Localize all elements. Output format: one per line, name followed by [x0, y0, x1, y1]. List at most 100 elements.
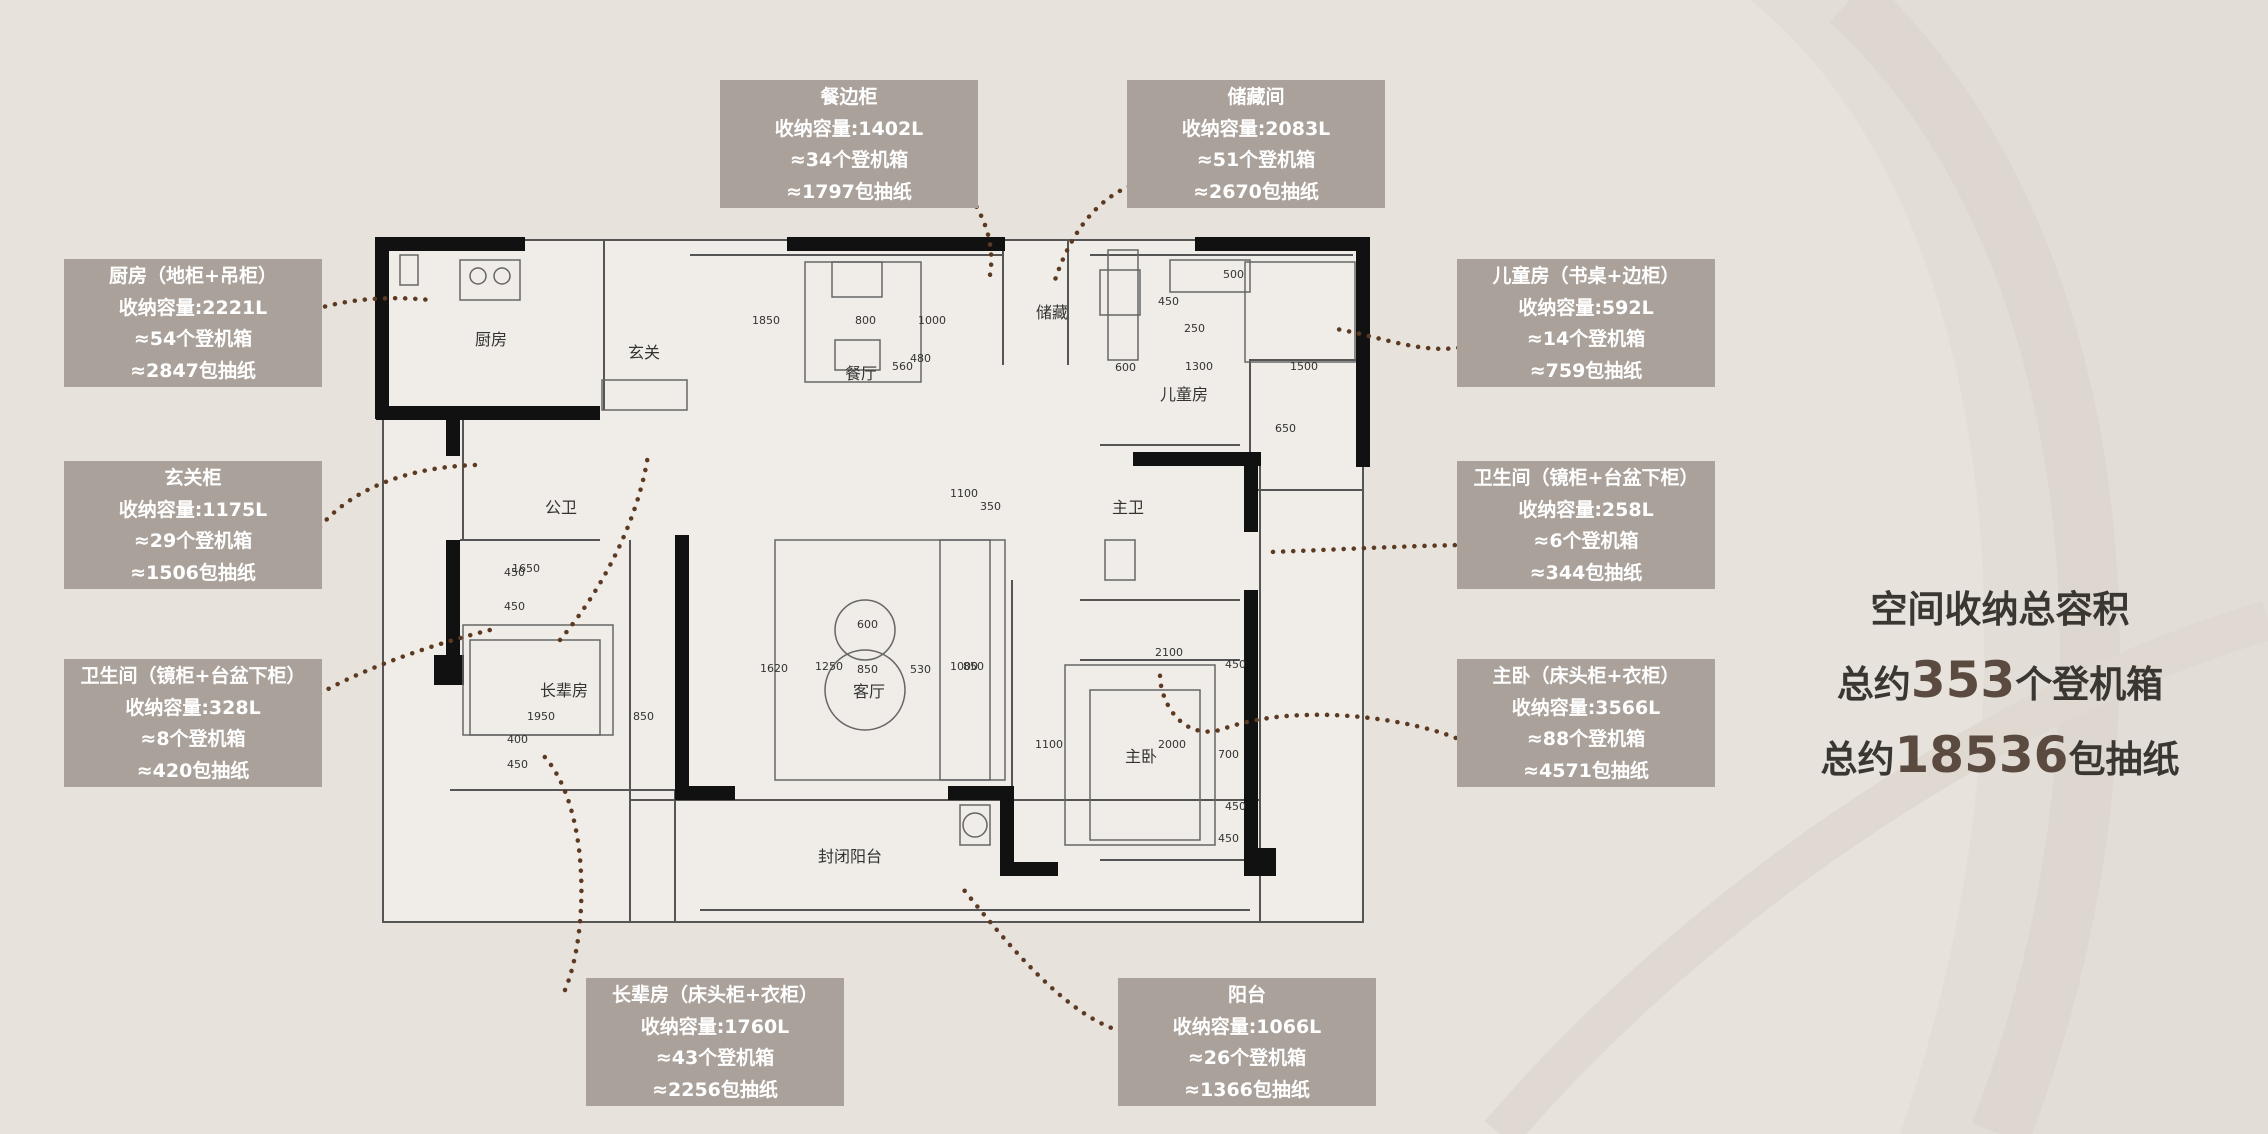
dim-650: 650 [1275, 422, 1296, 435]
callout-bath-left: 卫生间（镜柜+台盆下柜） 收纳容量:328L ≈8个登机箱 ≈420包抽纸 [64, 659, 322, 787]
summary-title: 空间收纳总容积 [1870, 588, 2130, 631]
callout-boxes: ≈88个登机箱 [1526, 728, 1646, 750]
callout-boxes: ≈43个登机箱 [655, 1047, 775, 1069]
callout-capacity: 收纳容量:1175L [118, 498, 268, 521]
room-dining-label: 餐厅 [845, 364, 877, 383]
dim-850a: 850 [857, 663, 878, 676]
callout-boxes: ≈34个登机箱 [789, 149, 909, 171]
dim-850b: 850 [963, 660, 984, 673]
callout-master-bedroom: 主卧（床头柜+衣柜） 收纳容量:3566L ≈88个登机箱 ≈4571包抽纸 [1457, 659, 1715, 787]
callout-bath-right: 卫生间（镜柜+台盆下柜） 收纳容量:258L ≈6个登机箱 ≈344包抽纸 [1457, 461, 1715, 589]
leader-lines [284, 175, 1481, 1038]
dim-700: 700 [1218, 748, 1239, 761]
dim-1620: 1620 [760, 662, 788, 675]
callout-boxes: ≈29个登机箱 [133, 530, 253, 552]
callout-title: 阳台 [1227, 984, 1266, 1006]
room-master-bath-label: 主卫 [1112, 498, 1144, 517]
dim-450g: 450 [1218, 832, 1239, 845]
callout-tissues: ≈1506包抽纸 [130, 561, 256, 584]
callout-title: 儿童房（书桌+边柜） [1492, 265, 1680, 287]
callout-capacity: 收纳容量:1760L [640, 1015, 790, 1038]
callout-tissues: ≈2847包抽纸 [130, 359, 256, 382]
callout-tissues: ≈344包抽纸 [1529, 561, 1643, 584]
callout-balcony: 阳台 收纳容量:1066L ≈26个登机箱 ≈1366包抽纸 [1118, 978, 1376, 1106]
room-storage-label: 储藏 [1036, 303, 1068, 322]
room-master-label: 主卧 [1125, 747, 1157, 766]
dim-450e: 450 [1225, 658, 1246, 671]
dim-2000: 2000 [1158, 738, 1186, 751]
leader-kitchen [284, 295, 433, 323]
callout-title: 卫生间（镜柜+台盆下柜） [1473, 467, 1699, 489]
callout-boxes: ≈26个登机箱 [1187, 1047, 1307, 1069]
dim-450d: 450 [507, 758, 528, 771]
dim-2100: 2100 [1155, 646, 1183, 659]
thick-walls [375, 237, 1370, 876]
callout-title: 厨房（地柜+吊柜） [109, 265, 277, 287]
callout-capacity: 收纳容量:2083L [1181, 117, 1331, 140]
dim-600b: 600 [857, 618, 878, 631]
dim-500: 500 [1223, 268, 1244, 281]
summary-prefix: 总约 [1836, 663, 1911, 706]
callout-boxes: ≈54个登机箱 [133, 328, 253, 350]
callout-tissues: ≈759包抽纸 [1529, 359, 1643, 382]
callout-elder-room: 长辈房（床头柜+衣柜） 收纳容量:1760L ≈43个登机箱 ≈2256包抽纸 [586, 978, 844, 1106]
room-labels: 厨房 玄关 餐厅 储藏 儿童房 公卫 主卫 长辈房 客厅 主卧 封闭阳台 [475, 303, 1208, 866]
room-balcony-label: 封闭阳台 [818, 847, 882, 866]
summary-tissues: 总约18536包抽纸 [1740, 720, 2260, 795]
dim-450b: 450 [504, 566, 525, 579]
dim-450c: 450 [504, 600, 525, 613]
callout-entry-cabinet: 玄关柜 收纳容量:1175L ≈29个登机箱 ≈1506包抽纸 [64, 461, 322, 589]
callout-title: 主卧（床头柜+衣柜） [1492, 665, 1680, 687]
leader-master-bedroom [1157, 672, 1468, 745]
room-entry-label: 玄关 [628, 343, 660, 362]
callout-boxes: ≈51个登机箱 [1196, 149, 1316, 171]
dim-560: 560 [892, 360, 913, 373]
room-kids-label: 儿童房 [1160, 385, 1208, 404]
callout-capacity: 收纳容量:1066L [1172, 1015, 1322, 1038]
dim-530: 530 [910, 663, 931, 676]
dim-1500: 1500 [1290, 360, 1318, 373]
room-elder-label: 长辈房 [540, 681, 588, 700]
callout-capacity: 收纳容量:3566L [1511, 696, 1661, 719]
furniture [399, 249, 1356, 846]
callout-title: 储藏间 [1227, 86, 1285, 108]
dim-1850: 1850 [752, 314, 780, 327]
dim-450a: 450 [1158, 295, 1179, 308]
dim-250: 250 [1184, 322, 1205, 335]
dim-1100b: 1100 [1035, 738, 1063, 751]
callout-capacity: 收纳容量:328L [125, 696, 261, 719]
dim-800: 800 [855, 314, 876, 327]
dim-1000: 1000 [918, 314, 946, 327]
callout-dining-cabinet: 餐边柜 收纳容量:1402L ≈34个登机箱 ≈1797包抽纸 [720, 80, 978, 208]
callout-title: 长辈房（床头柜+衣柜） [612, 984, 818, 1006]
leader-elder-room [537, 749, 584, 993]
summary-boxes-unit: 个登机箱 [2015, 663, 2164, 706]
storage-summary: 空间收纳总容积 总约353个登机箱 总约18536包抽纸 [1740, 575, 2260, 795]
callout-tissues: ≈1797包抽纸 [786, 180, 912, 203]
callout-tissues: ≈1366包抽纸 [1184, 1078, 1310, 1101]
leader-entry-cabinet-2 [557, 452, 651, 643]
dim-850c: 850 [633, 710, 654, 723]
callout-boxes: ≈8个登机箱 [140, 728, 246, 750]
dim-1250: 1250 [815, 660, 843, 673]
dim-350: 350 [980, 500, 1001, 513]
leader-kids-room [1327, 325, 1481, 352]
leader-balcony [957, 882, 1143, 1038]
dim-1300: 1300 [1185, 360, 1213, 373]
callout-kids-room: 儿童房（书桌+边柜） 收纳容量:592L ≈14个登机箱 ≈759包抽纸 [1457, 259, 1715, 387]
callout-capacity: 收纳容量:2221L [118, 296, 268, 319]
callout-tissues: ≈2670包抽纸 [1193, 180, 1319, 203]
summary-tissues-unit: 包抽纸 [2068, 738, 2180, 781]
dim-400: 400 [507, 733, 528, 746]
callout-title: 餐边柜 [820, 86, 878, 108]
callout-storage-room: 储藏间 收纳容量:2083L ≈51个登机箱 ≈2670包抽纸 [1127, 80, 1385, 208]
dim-1650: 1650 [512, 562, 540, 575]
leader-storage-room [1052, 175, 1161, 283]
dim-1100a: 1100 [950, 487, 978, 500]
callout-title: 玄关柜 [164, 467, 222, 489]
dim-480: 480 [910, 352, 931, 365]
callout-tissues: ≈4571包抽纸 [1523, 759, 1649, 782]
summary-boxes-number: 353 [1910, 651, 2016, 709]
callout-capacity: 收纳容量:1402L [774, 117, 924, 140]
